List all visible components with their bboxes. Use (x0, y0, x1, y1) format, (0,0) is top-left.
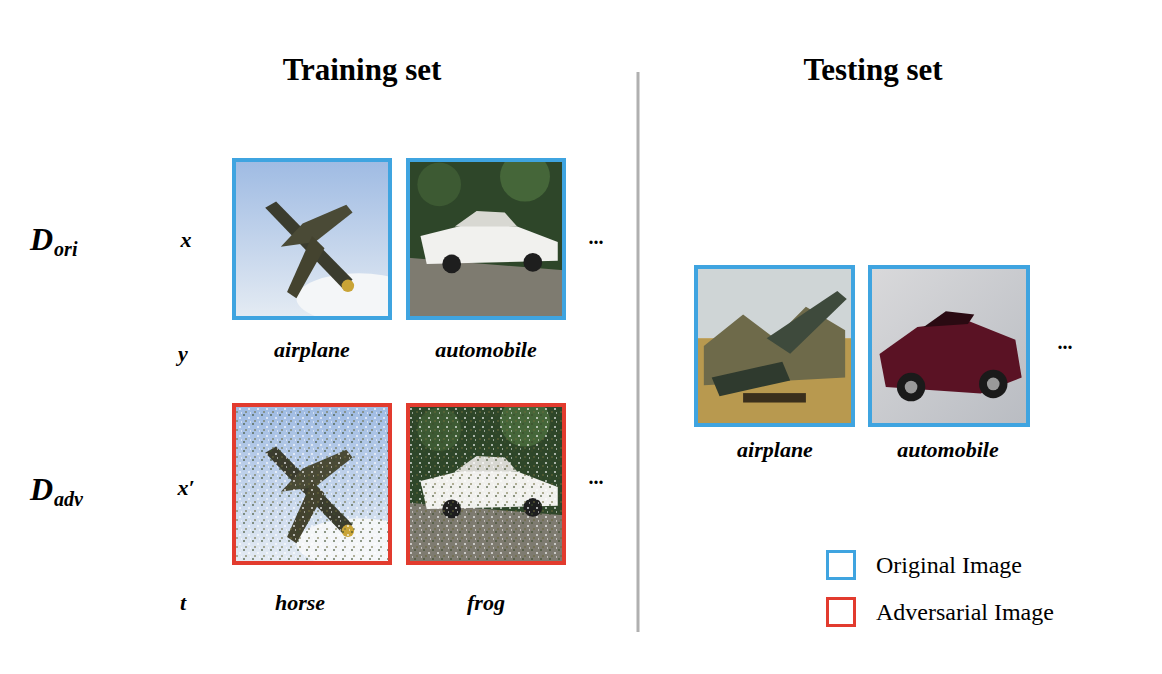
variable-name: y (178, 342, 188, 366)
adversarial-frame (234, 405, 390, 563)
legend-text: Original Image (876, 552, 1022, 578)
class-label: frog (467, 591, 505, 615)
original-frame (696, 267, 853, 425)
divider-line (637, 72, 640, 632)
dataset-subscript: adv (54, 488, 83, 510)
dataset-subscript: ori (54, 238, 77, 260)
class-label: airplane (737, 438, 813, 462)
original-frame (870, 267, 1028, 425)
adversarial-image (234, 406, 421, 568)
legend-swatch (826, 550, 856, 580)
class-label: automobile (435, 338, 536, 362)
automobile-image (408, 152, 564, 317)
perturbation (408, 405, 564, 563)
dataset-name: D (30, 472, 53, 507)
frames (234, 160, 1028, 563)
class-label: automobile (897, 438, 998, 462)
original-frame (234, 160, 390, 318)
airplane-image (234, 161, 421, 323)
section-heading: Testing set (803, 53, 942, 87)
ellipsis: ... (1058, 331, 1073, 353)
airplane-image (696, 268, 853, 425)
variable-name: t (180, 591, 186, 615)
variable-name: x′ (177, 476, 194, 500)
perturbation (234, 405, 390, 563)
legend-swatch (826, 597, 856, 627)
automobile-image (870, 267, 1028, 425)
legend-text: Adversarial Image (876, 599, 1054, 625)
ellipsis: ... (589, 466, 604, 488)
ellipsis: ... (589, 226, 604, 248)
class-label: horse (275, 591, 325, 615)
variable-name: x (181, 228, 192, 252)
class-label: airplane (274, 338, 350, 362)
original-frame (408, 160, 564, 318)
dataset-name: D (30, 222, 53, 257)
adversarial-frame (408, 405, 564, 563)
adversarial-image (408, 397, 564, 562)
section-heading: Training set (283, 53, 442, 87)
